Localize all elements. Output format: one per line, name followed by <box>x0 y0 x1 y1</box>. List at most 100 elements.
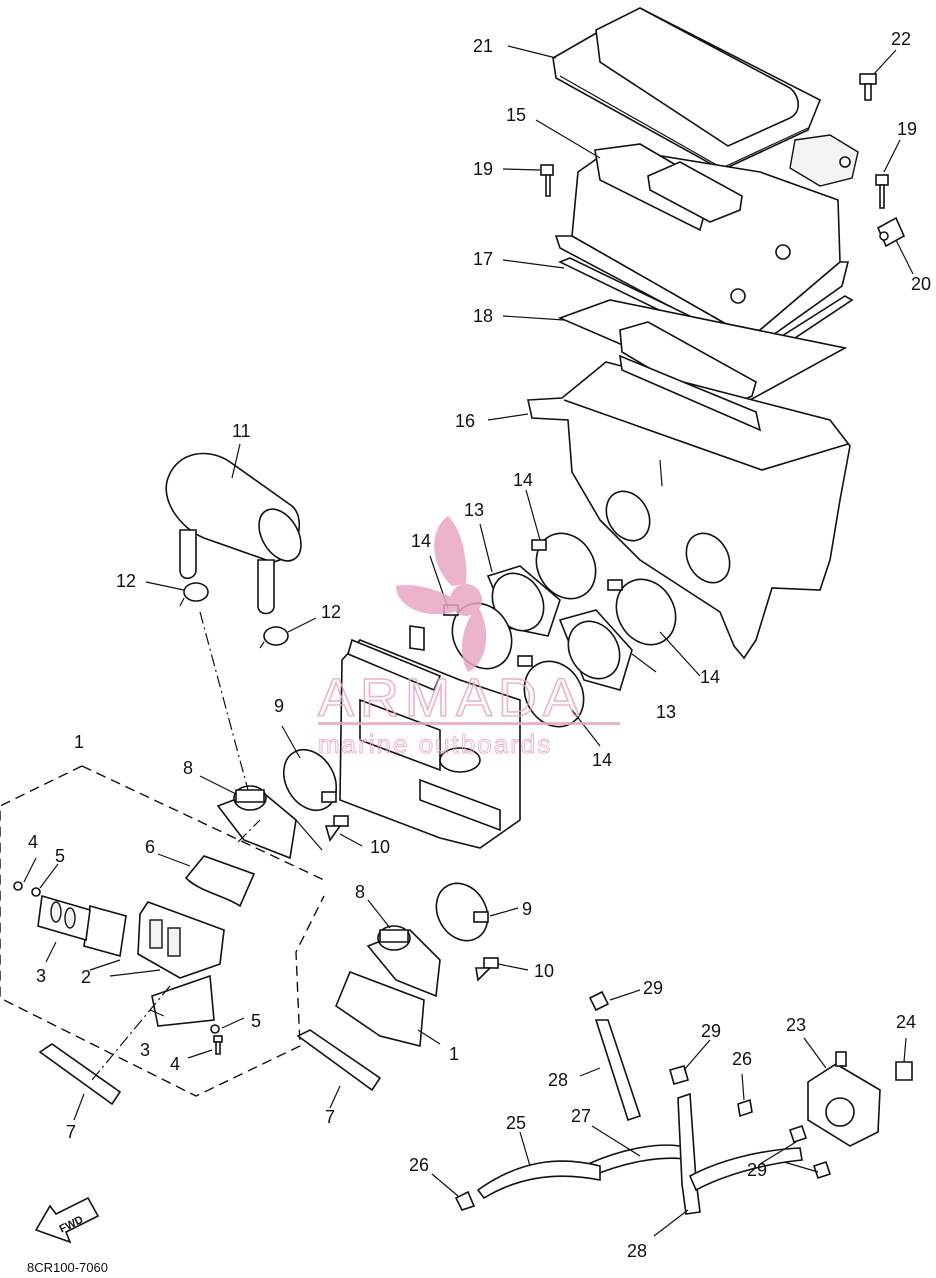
callout-26-lower: 26 <box>409 1155 429 1175</box>
silencer-part-11 <box>165 452 302 615</box>
hose-clamp-part-14-b <box>531 532 597 600</box>
callout-23: 23 <box>786 1015 806 1035</box>
clip-part-26-upper <box>737 1098 753 1118</box>
callout-10-lower: 10 <box>534 961 554 981</box>
callout-15: 15 <box>506 105 526 125</box>
callout-6: 6 <box>145 837 155 857</box>
clip-part-26-lower <box>454 1190 476 1211</box>
watermark-tagline: marine outboards <box>318 729 552 759</box>
callout-14-b: 14 <box>411 531 431 551</box>
gasket-part-7-left <box>38 1043 122 1106</box>
callout-3-lower: 3 <box>140 1040 150 1060</box>
callout-29-top: 29 <box>643 978 663 998</box>
carburetor-assembly <box>339 625 521 849</box>
callout-17: 17 <box>473 249 493 269</box>
watermark-brand: ARMADA <box>318 668 585 728</box>
callout-29-lower: 29 <box>747 1160 767 1180</box>
callout-28-upper: 28 <box>548 1070 568 1090</box>
callout-27: 27 <box>571 1106 591 1126</box>
adapter-part-8-lower <box>366 925 441 998</box>
callout-14-c: 14 <box>700 667 720 687</box>
clamp-part-9-upper <box>282 749 338 811</box>
callout-8-lower: 8 <box>355 882 365 902</box>
bolt-part-22 <box>859 73 877 101</box>
bracket-part-6 <box>184 855 256 908</box>
callout-19-left: 19 <box>473 159 493 179</box>
callout-20: 20 <box>911 274 931 294</box>
callout-1-group: 1 <box>74 732 84 752</box>
reed-valve-group-outline <box>0 765 325 1097</box>
callout-19-right: 19 <box>897 119 917 139</box>
callout-29-mid: 29 <box>701 1021 721 1041</box>
hose-part-25 <box>476 1160 601 1200</box>
plate-part-18 <box>557 299 848 411</box>
armada-watermark: ARMADA marine outboards <box>317 516 620 760</box>
clip-part-29-lower-b <box>812 1160 832 1180</box>
callout-9-lower: 9 <box>522 899 532 919</box>
gasket-part-7-right <box>296 1029 382 1092</box>
screw-part-4-lower <box>213 1035 223 1055</box>
screw-part-4-upper <box>13 881 23 891</box>
callout-28-lower: 28 <box>627 1241 647 1261</box>
callout-4-upper: 4 <box>28 832 38 852</box>
reed-valve-part-1-lower <box>335 970 425 1048</box>
callout-13-a: 13 <box>464 500 484 520</box>
callout-2: 2 <box>81 967 91 987</box>
silencer-lower-case-part-16 <box>527 354 851 660</box>
silencer-upper-case-part-15 <box>554 134 859 351</box>
clip-part-29-lower-a <box>788 1124 808 1144</box>
watermark-rule <box>318 722 620 725</box>
callout-24: 24 <box>896 1012 916 1032</box>
callout-25: 25 <box>506 1113 526 1133</box>
bolt-part-19-right <box>875 174 889 209</box>
callout-14-a: 14 <box>513 470 533 490</box>
bolt-part-10-upper <box>324 815 349 842</box>
silencer-cover-part-21 <box>552 7 822 171</box>
bolt-part-10-lower <box>475 957 499 982</box>
propeller-logo <box>396 516 487 672</box>
callout-16: 16 <box>455 411 475 431</box>
callout-9-upper: 9 <box>274 696 284 716</box>
forward-arrow-icon: FWD <box>34 1196 100 1244</box>
callout-11: 11 <box>232 421 251 441</box>
callout-22: 22 <box>891 29 911 49</box>
cap-part-12-bottom <box>259 626 289 649</box>
callout-12-b: 12 <box>321 602 341 622</box>
hose-part-28-upper <box>594 1019 642 1122</box>
clip-part-29-top <box>588 990 610 1012</box>
callout-18: 18 <box>473 306 493 326</box>
intake-joint-part-13-upper <box>486 565 561 637</box>
hose-clamp-part-14-c <box>607 578 677 646</box>
leader-lines <box>23 45 914 1237</box>
intake-joint-part-13-lower <box>558 609 633 691</box>
callout-5-upper: 5 <box>55 846 65 866</box>
callout-7-left: 7 <box>66 1122 76 1142</box>
fuel-pump-part-23 <box>807 1051 881 1147</box>
reed-valve-part-1-upper <box>137 901 225 979</box>
bolt-part-19-left <box>540 164 554 197</box>
hose-part-27 <box>587 1144 693 1178</box>
clip-part-20 <box>876 216 906 248</box>
washer-part-5-lower <box>210 1024 220 1034</box>
callout-13-b: 13 <box>656 702 676 722</box>
callout-10-upper: 10 <box>370 837 390 857</box>
callout-8-upper: 8 <box>183 758 193 778</box>
stopper-part-3-upper <box>37 894 91 942</box>
callout-3-upper: 3 <box>36 966 46 986</box>
cap-part-12-top <box>179 582 209 607</box>
clamp-part-9-lower <box>435 882 489 942</box>
clip-part-29-mid <box>669 1065 689 1085</box>
washer-part-5-upper <box>31 887 41 897</box>
stopper-part-3-lower <box>151 974 215 1027</box>
diagram-code: 8CR100-7060 <box>27 1260 108 1275</box>
callout-26-upper: 26 <box>732 1049 752 1069</box>
callout-5-lower: 5 <box>251 1011 261 1031</box>
callout-4-lower: 4 <box>170 1054 180 1074</box>
nut-part-24 <box>895 1061 913 1081</box>
hose-part-28-lower <box>677 1092 803 1215</box>
adapter-part-8-upper <box>216 785 297 860</box>
callout-14-d: 14 <box>592 750 612 770</box>
callout-7-right: 7 <box>325 1107 335 1127</box>
